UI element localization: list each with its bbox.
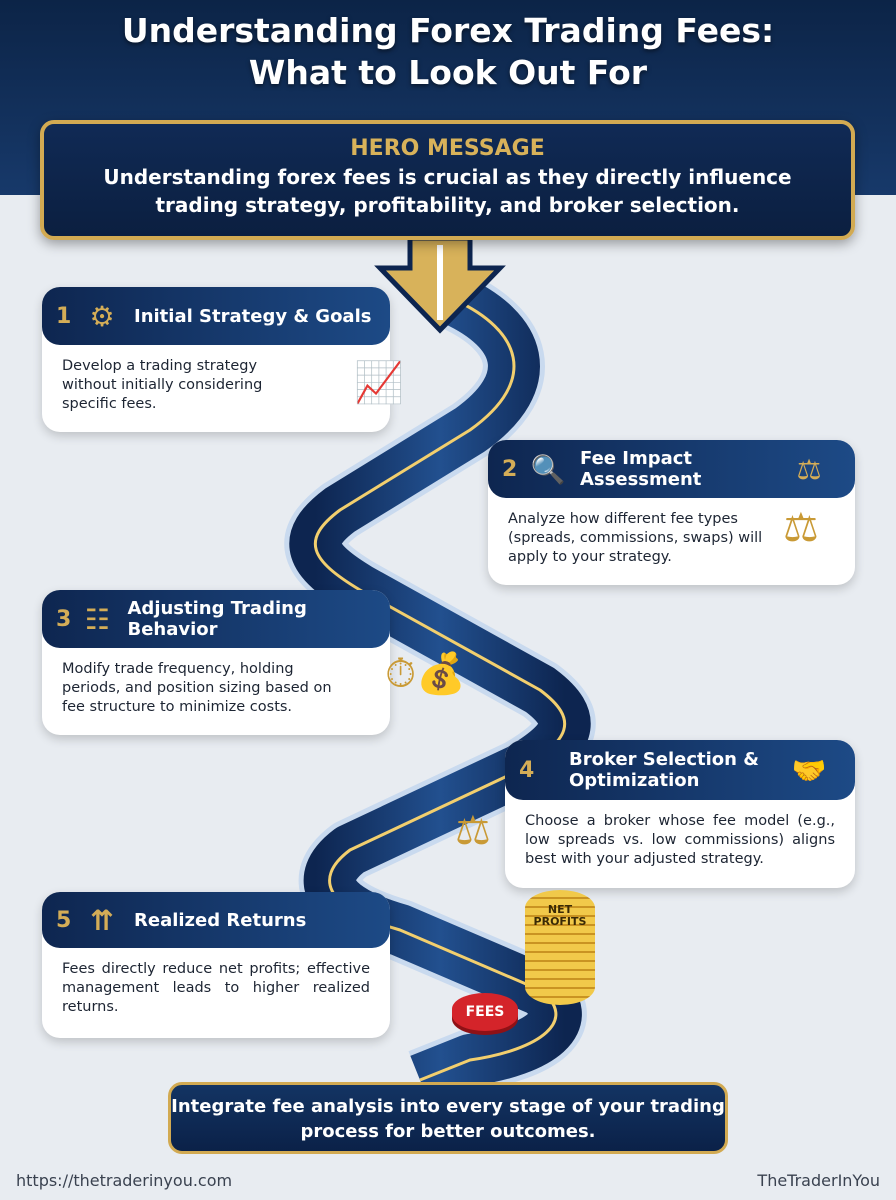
scale-icon: ⚖ — [796, 452, 822, 486]
step-card-1: 1 ⚙ Initial Strategy & Goals Develop a tra… — [42, 287, 404, 432]
step-text: Fees directly reduce net profits; effect… — [62, 961, 370, 1015]
step-number: 3 — [56, 606, 72, 632]
step-card-3: 3 ☷ Adjusting Trading Behavior Modify trad… — [42, 590, 390, 735]
footer-brand: TheTraderInYou — [757, 1171, 880, 1190]
clock-money-bag-icon: ⏱💰 — [385, 651, 467, 697]
hero-text: Understanding forex fees is crucial as t… — [103, 165, 792, 217]
step-card-4: 4 Broker Selection & Optimization 🤝 Choose… — [505, 740, 855, 888]
broker-scale-icon: ⚖ — [455, 808, 491, 854]
brain-gear-icon: ⚙ — [89, 299, 115, 333]
hero-message-box: HERO MESSAGE Understanding forex fees is… — [40, 120, 855, 240]
footer-url[interactable]: https://thetraderinyou.com — [16, 1171, 233, 1190]
step-number: 4 — [519, 757, 535, 783]
step-title: Adjusting Trading Behavior — [127, 598, 307, 640]
step-title: Realized Returns — [134, 909, 307, 931]
treasure-chest-icon: ⇈ — [90, 903, 114, 937]
sliders-icon: ☷ — [84, 602, 111, 636]
step-number: 1 — [56, 303, 72, 329]
step-title: Fee Impact Assessment — [580, 448, 702, 490]
step-title: Broker Selection & Optimization — [569, 749, 759, 791]
step-text: Modify trade frequency, holding periods,… — [62, 661, 332, 715]
step-text: Choose a broker whose fee model (e.g., l… — [525, 813, 835, 867]
bottom-banner: Integrate fee analysis into every stage … — [168, 1082, 728, 1154]
fees-coin: FEES — [452, 993, 518, 1031]
step-number: 5 — [56, 907, 72, 933]
down-arrow-icon — [374, 235, 506, 334]
step-number: 2 — [502, 456, 518, 482]
net-profits-coin-stack: NET PROFITS — [525, 890, 595, 1005]
step-card-2: 2 🔍 Fee Impact Assessment ⚖ Analyze how dif… — [488, 440, 855, 585]
step-card-5: 5 ⇈ Realized Returns Fees directly reduce … — [42, 892, 390, 1038]
bar-chart-growth-icon: 📈 — [354, 360, 404, 406]
handshake-icon: 🤝 — [791, 753, 827, 787]
step-text: Analyze how different fee types (spreads… — [508, 511, 763, 565]
balance-scale-icon: ⚖ — [783, 505, 819, 551]
page-title: Understanding Forex Trading Fees:What to… — [121, 11, 775, 92]
step-title: Initial Strategy & Goals — [134, 305, 372, 327]
magnifier-coins-icon: 🔍 — [530, 452, 566, 486]
step-text: Develop a trading strategy without initi… — [62, 358, 263, 412]
hero-heading: HERO MESSAGE — [350, 136, 545, 161]
